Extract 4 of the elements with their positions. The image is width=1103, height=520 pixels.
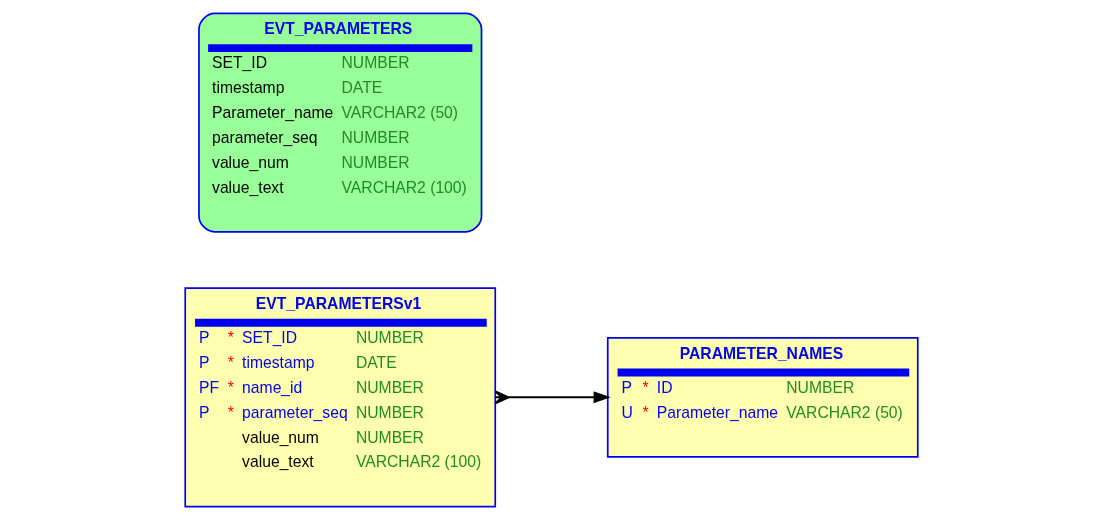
node-box: EVT_PARAMETERS SET_ID NUMBER timestamp DATE Parameter_name VARCHAR2 (50) parameter_seq NUMBER value_num NUMBER value_text VARCHAR2 (100)	[198, 12, 483, 233]
node-box: EVT_PARAMETERSv1 P * SET_ID NUMBER P * timestamp DATE PF * name_id NUMBER P * parameter_seq NUMBER value_num NUMBER value_text VARCHAR2 (100)	[184, 287, 497, 508]
arrow	[494, 390, 611, 405]
node-box: PARAMETER_NAMES P * ID NUMBER U * Parameter_name VARCHAR2 (50)	[606, 336, 919, 458]
